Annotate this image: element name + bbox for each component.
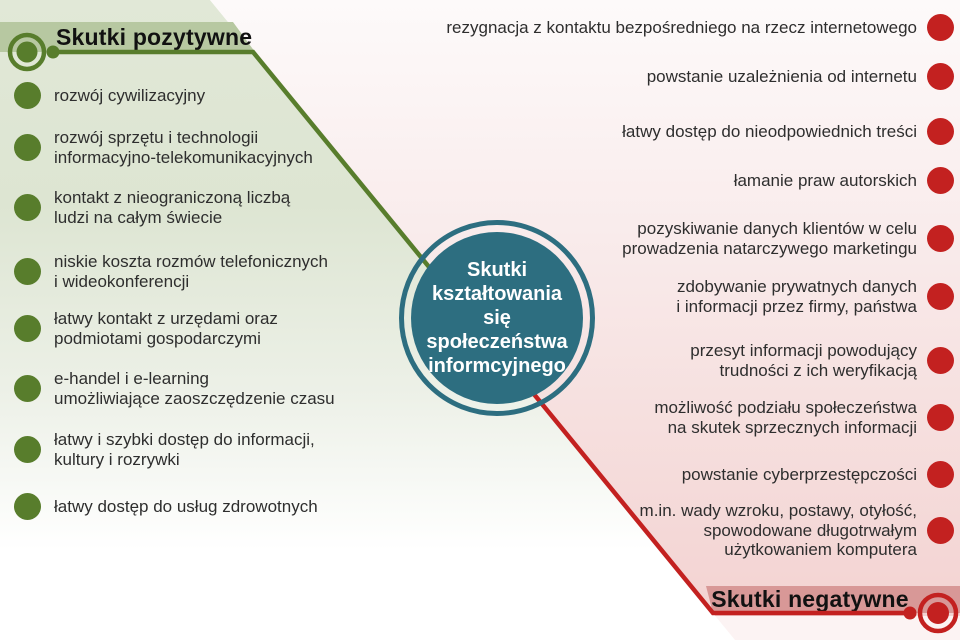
negative-item-text: łamanie praw autorskich	[733, 170, 917, 190]
bullet-icon	[927, 167, 954, 194]
positive-item: rozwój sprzętu i technologii informacyjn…	[14, 128, 313, 167]
bottom-fade-strip	[0, 616, 960, 640]
negative-item: powstanie uzależnienia od internetu	[647, 63, 954, 90]
bullet-icon	[927, 516, 954, 544]
negative-item-text: pozyskiwanie danych klientów w celu prow…	[622, 219, 917, 258]
negative-item: rezygnacja z kontaktu bezpośredniego na …	[446, 14, 954, 41]
positive-item: kontakt z nieograniczoną liczbą ludzi na…	[14, 188, 290, 227]
bullet-icon	[927, 225, 954, 253]
negative-item-text: powstanie cyberprzestępczości	[681, 464, 917, 484]
bullet-icon	[927, 118, 954, 145]
positive-item-text: łatwy i szybki dostęp do informacji, kul…	[54, 430, 315, 469]
positive-item: e-handel i e-learning umożliwiające zaos…	[14, 369, 335, 408]
negative-item: łatwy dostęp do nieodpowiednich treści	[622, 118, 954, 145]
center-outer-ring	[399, 220, 595, 416]
positive-item: rozwój cywilizacyjny	[14, 82, 205, 109]
bullet-icon	[927, 404, 954, 432]
bullet-icon	[14, 436, 41, 464]
negative-item: pozyskiwanie danych klientów w celu prow…	[622, 219, 954, 258]
positive-item: łatwy dostęp do usług zdrowotnych	[14, 493, 318, 520]
negative-item-text: łatwy dostęp do nieodpowiednich treści	[622, 121, 917, 141]
bullet-icon	[927, 14, 954, 41]
bullet-icon	[927, 63, 954, 90]
negative-header: Skutki negatywne	[711, 586, 909, 612]
negative-item: możliwość podziału społeczeństwa na skut…	[654, 398, 954, 437]
bullet-icon	[14, 134, 41, 162]
positive-item-text: rozwój sprzętu i technologii informacyjn…	[54, 128, 313, 167]
negative-item-text: m.in. wady wzroku, postawy, otyłość, spo…	[639, 501, 917, 560]
bullet-icon	[14, 258, 41, 286]
positive-item-text: niskie koszta rozmów telefonicznych i wi…	[54, 252, 329, 291]
positive-item-text: łatwy kontakt z urzędami oraz podmiotami…	[54, 309, 278, 348]
negative-item: m.in. wady wzroku, postawy, otyłość, spo…	[640, 501, 954, 560]
positive-item: łatwy i szybki dostęp do informacji, kul…	[14, 430, 315, 469]
negative-item: powstanie cyberprzestępczości	[682, 461, 954, 488]
positive-item-text: rozwój cywilizacyjny	[54, 85, 206, 105]
bullet-icon	[14, 493, 41, 520]
positive-item-text: kontakt z nieograniczoną liczbą ludzi na…	[54, 188, 291, 227]
negative-item-text: zdobywanie prywatnych danych i informacj…	[676, 277, 917, 316]
negative-item: łamanie praw autorskich	[734, 167, 954, 194]
bullet-icon	[14, 194, 41, 222]
negative-item-text: powstanie uzależnienia od internetu	[646, 66, 917, 86]
positive-item: łatwy kontakt z urzędami oraz podmiotami…	[14, 309, 278, 348]
center-title: Skutki kształtowania się społeczeństwa i…	[426, 259, 568, 377]
positive-header: Skutki pozytywne	[56, 24, 253, 50]
negative-item-text: przesyt informacji powodujący trudności …	[690, 341, 917, 380]
negative-item: przesyt informacji powodujący trudności …	[690, 341, 954, 380]
negative-item-text: rezygnacja z kontaktu bezpośredniego na …	[446, 17, 917, 37]
bullet-icon	[927, 347, 954, 375]
negative-item: zdobywanie prywatnych danych i informacj…	[676, 277, 954, 316]
bullet-icon	[14, 82, 41, 109]
bullet-icon	[14, 315, 41, 343]
bullet-icon	[927, 461, 954, 488]
bullet-icon	[927, 283, 954, 311]
positive-item: niskie koszta rozmów telefonicznych i wi…	[14, 252, 328, 291]
center-circle: Skutki kształtowania się społeczeństwa i…	[411, 232, 583, 404]
positive-item-text: łatwy dostęp do usług zdrowotnych	[54, 496, 318, 516]
bullet-icon	[14, 375, 41, 403]
positive-item-text: e-handel i e-learning umożliwiające zaos…	[54, 369, 335, 408]
negative-item-text: możliwość podziału społeczeństwa na skut…	[654, 398, 917, 437]
